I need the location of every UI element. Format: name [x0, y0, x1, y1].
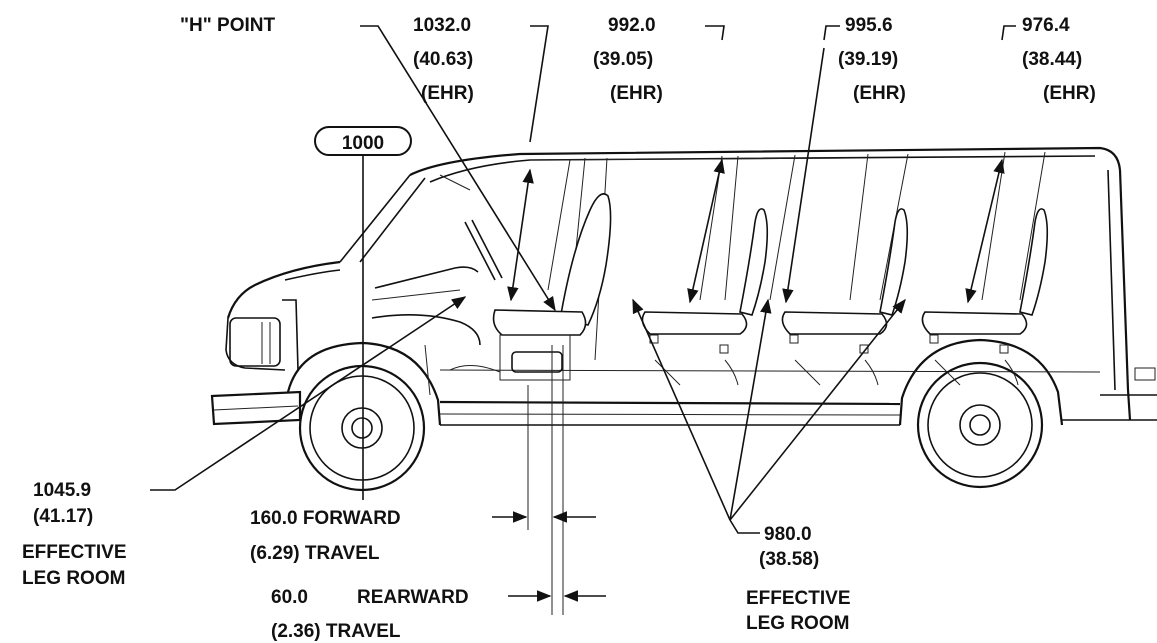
forward-travel-line2: (6.29) TRAVEL — [250, 543, 380, 564]
row2-seat — [641, 208, 769, 386]
van-body — [210, 146, 1157, 426]
rear-legroom-leaders — [632, 298, 906, 534]
row4-seat — [921, 208, 1049, 386]
rear-legroom-mm: 980.0 — [764, 524, 812, 545]
seat-travel-dimension — [492, 345, 606, 615]
front-legroom-mm: 1045.9 — [33, 480, 92, 501]
reference-box-label: 1000 — [341, 133, 385, 154]
col3-tag: (EHR) — [853, 83, 906, 104]
h-point-leader — [360, 25, 556, 312]
rearward-travel-word: REARWARD — [357, 587, 469, 608]
forward-travel-line1: 160.0 FORWARD — [250, 508, 401, 529]
col4-leader — [965, 25, 1016, 304]
col2-in: (39.05) — [593, 49, 654, 70]
row3-seat — [781, 208, 909, 386]
col3-mm: 995.6 — [845, 15, 893, 36]
front-wheel — [298, 364, 426, 492]
front-legroom-line1: EFFECTIVE — [22, 542, 127, 563]
rearward-travel-mm: 60.0 — [271, 587, 308, 608]
h-point-label: "H" POINT — [180, 15, 276, 36]
rear-legroom-line2: LEG ROOM — [746, 613, 850, 634]
front-legroom-line2: LEG ROOM — [22, 568, 126, 589]
col4-mm: 976.4 — [1022, 15, 1070, 36]
reference-box: 1000 — [314, 126, 412, 156]
col2-tag: (EHR) — [610, 83, 663, 104]
col2-mm: 992.0 — [608, 15, 656, 36]
front-legroom-leader — [150, 296, 467, 491]
rear-wheel — [916, 361, 1044, 489]
col4-tag: (EHR) — [1043, 83, 1096, 104]
front-legroom-in: (41.17) — [33, 506, 94, 527]
col1-mm: 1032.0 — [413, 15, 472, 36]
col3-in: (39.19) — [838, 49, 899, 70]
col4-in: (38.44) — [1022, 49, 1083, 70]
col1-leader — [507, 25, 549, 302]
rearward-travel-line2: (2.36) TRAVEL — [271, 621, 401, 642]
rear-legroom-line1: EFFECTIVE — [746, 588, 851, 609]
col1-in: (40.63) — [413, 49, 474, 70]
driver-seat — [492, 193, 612, 381]
col3-leader — [782, 25, 840, 304]
col2-leader — [687, 25, 725, 304]
rear-legroom-in: (38.58) — [759, 549, 820, 570]
col1-tag: (EHR) — [421, 83, 474, 104]
